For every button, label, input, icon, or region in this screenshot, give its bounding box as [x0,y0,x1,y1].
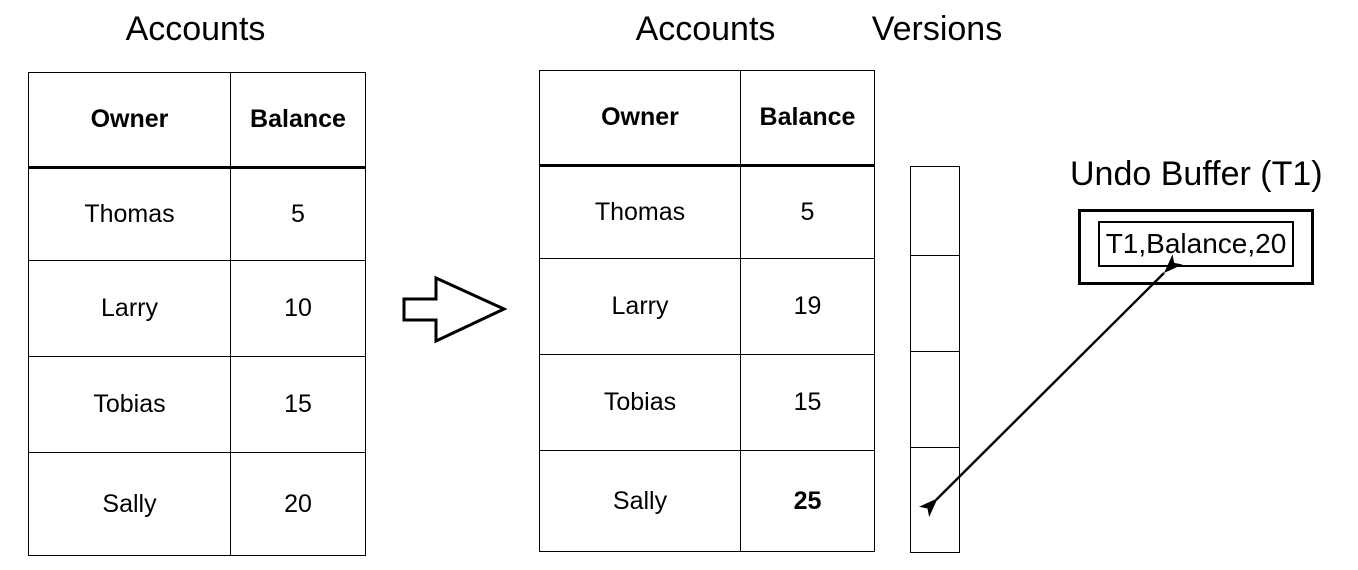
table-row: Sally 25 [539,450,875,552]
cell-balance: 19 [740,258,875,355]
table-row: Larry 10 [28,260,366,357]
versions-cell-linked [910,447,960,553]
cell-owner: Larry [539,258,741,355]
cell-balance: 25 [740,450,875,552]
versions-title: Versions [871,10,1003,48]
undo-buffer-title: Undo Buffer (T1) [1070,155,1323,193]
versions-cell-row [910,351,960,448]
undo-buffer-entry: T1,Balance,20 [1097,221,1295,267]
header-owner: Owner [28,72,231,169]
versions-cell [910,166,960,256]
versions-cell [910,351,960,448]
cell-owner: Sally [539,450,741,552]
table-row: Sally 20 [28,452,366,556]
cell-owner: Thomas [539,165,741,259]
cell-balance: 5 [230,167,366,261]
cell-balance: 15 [230,356,366,453]
table-header-row: Owner Balance [539,70,875,167]
undo-buffer-box: T1,Balance,20 [1078,209,1314,285]
table-row: Thomas 5 [28,167,366,261]
cell-balance: 10 [230,260,366,357]
versions-cell-row [910,255,960,352]
cell-balance: 20 [230,452,366,556]
versions-cell [910,255,960,352]
table-header-row: Owner Balance [28,72,366,169]
versions-cell-row [910,447,960,553]
after-table-title: Accounts [635,10,776,48]
cell-owner: Tobias [539,354,741,451]
header-balance: Balance [230,72,366,169]
table-row: Tobias 15 [28,356,366,453]
versions-column [910,166,960,553]
cell-owner: Thomas [28,167,231,261]
header-balance: Balance [740,70,875,167]
accounts-before-table: Owner Balance Thomas 5 Larry 10 Tobias 1… [28,72,366,556]
table-row: Thomas 5 [539,165,875,259]
cell-owner: Larry [28,260,231,357]
cell-owner: Tobias [28,356,231,453]
header-owner: Owner [539,70,741,167]
before-table-title: Accounts [125,10,266,48]
transition-arrow-icon [402,275,508,344]
accounts-after-table: Owner Balance Thomas 5 Larry 19 Tobias 1… [539,70,875,552]
cell-owner: Sally [28,452,231,556]
table-row: Larry 19 [539,258,875,355]
versions-cell-row [910,166,960,256]
cell-balance: 15 [740,354,875,451]
table-row: Tobias 15 [539,354,875,451]
cell-balance: 5 [740,165,875,259]
